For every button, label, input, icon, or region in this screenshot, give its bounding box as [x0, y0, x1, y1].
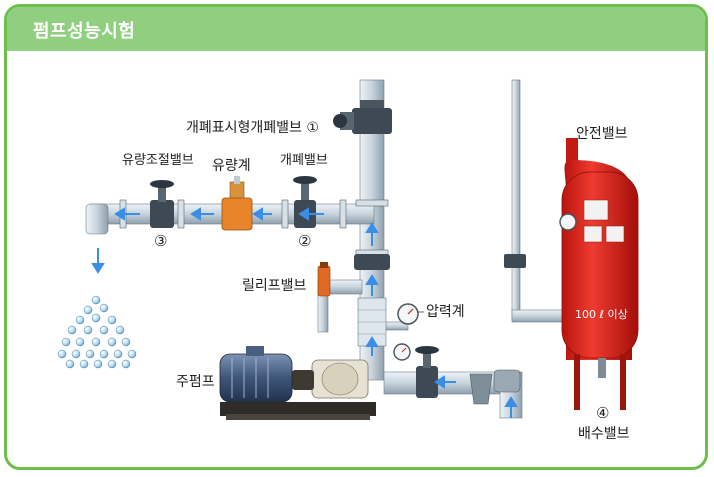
title-bar: 펌프성능시험	[7, 7, 705, 51]
flow-meter-label: 유량계	[212, 158, 251, 174]
flow-meter	[221, 176, 253, 231]
marker-4: ④	[596, 404, 609, 422]
indicator-valve-label: 개폐표시형개폐밸브 ①	[186, 120, 319, 136]
gate-valve	[293, 176, 317, 228]
drain-valve-label: 배수밸브	[578, 426, 630, 442]
safety-valve-label: 안전밸브	[576, 126, 628, 142]
tank-supply-valve	[504, 254, 526, 268]
check-valve	[354, 254, 390, 270]
coupling	[292, 370, 314, 390]
marker-2: ②	[298, 232, 311, 250]
relief-valve-label: 릴리프밸브	[242, 278, 307, 294]
tank-supply-pipe	[511, 79, 573, 323]
pressure-gauge	[397, 303, 419, 325]
indicator-gate-valve	[333, 100, 392, 134]
pump-base	[220, 402, 376, 420]
pump-casing	[311, 359, 369, 399]
pump-motor	[219, 346, 293, 403]
marker-3: ③	[154, 232, 167, 250]
flow-control-valve-label: 유량조절밸브	[122, 153, 194, 168]
pressure-gauge-label: 압력계	[426, 304, 465, 320]
tank-capacity-label: 100 ℓ 이상	[575, 308, 628, 321]
pressure-tank: 100 ℓ 이상	[559, 138, 639, 410]
flow-control-valve	[150, 180, 174, 228]
relief-valve	[317, 262, 331, 297]
suction-gauge	[393, 343, 411, 361]
suction-elbow	[493, 369, 521, 393]
water-discharge	[57, 295, 137, 369]
main-pump-label: 주펌프	[176, 374, 215, 390]
gate-valve-label: 개폐밸브	[280, 153, 328, 168]
flow-arrows	[91, 207, 518, 418]
suction-strainer	[469, 373, 493, 405]
figure-title: 펌프성능시험	[33, 21, 136, 42]
suction-gate-valve	[415, 346, 439, 398]
